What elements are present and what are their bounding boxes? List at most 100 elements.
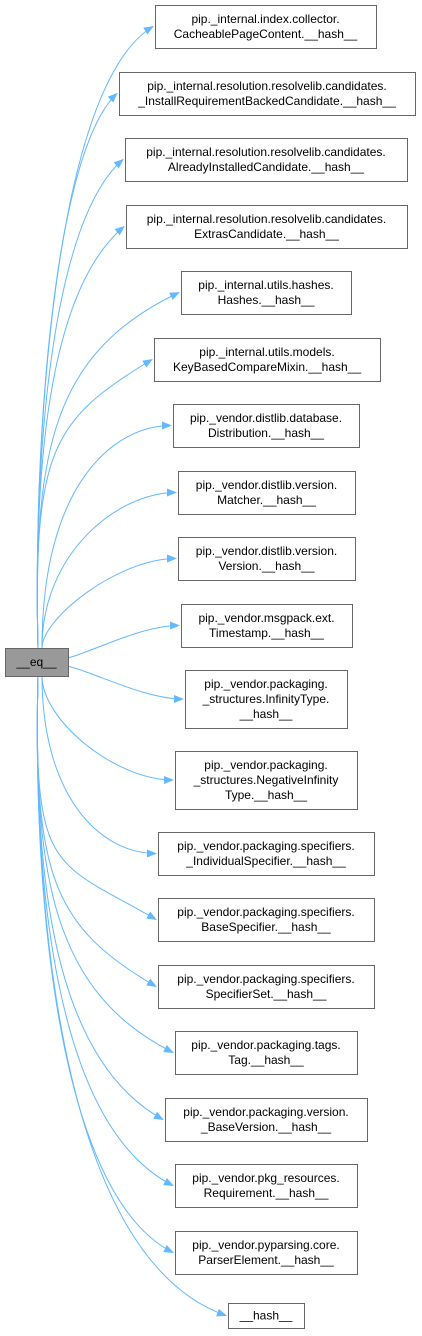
target-node-box	[126, 205, 408, 249]
target-node-box	[185, 670, 348, 729]
target-node-label-line: SpecifierSet.__hash__	[206, 987, 327, 1001]
target-node[interactable]: pip._vendor.pyparsing.core.ParserElement…	[175, 1231, 358, 1275]
source-node-eq-box	[5, 648, 69, 677]
target-node-label-line: AlreadyInstalledCandidate.__hash__	[168, 160, 364, 174]
target-node-label-line: _structures.NegativeInfinity	[193, 773, 339, 787]
target-node-label-line: KeyBasedCompareMixin.__hash__	[173, 360, 361, 374]
target-node-label-line: pip._internal.resolution.resolvelib.cand…	[146, 145, 385, 159]
target-node-label-line: pip._internal.resolution.resolvelib.cand…	[147, 79, 386, 93]
target-node[interactable]: pip._vendor.pkg_resources.Requirement.__…	[175, 1164, 358, 1208]
edge-arrow	[36, 225, 125, 649]
target-node[interactable]: pip._vendor.packaging.specifiers.Specifi…	[158, 965, 375, 1009]
target-node-box	[178, 537, 356, 581]
target-node-label-line: pip._vendor.distlib.database.	[190, 411, 342, 425]
target-node-box	[181, 271, 352, 315]
target-node-label-line: Matcher.__hash__	[217, 493, 316, 507]
target-node[interactable]: __hash__	[228, 1303, 305, 1329]
target-node-label-line: pip._vendor.packaging.	[204, 677, 327, 691]
target-node-label-line: pip._vendor.distlib.version.	[196, 544, 337, 558]
target-node-box	[165, 1098, 368, 1142]
edge-layer	[36, 25, 227, 1317]
target-node-label-line: pip._internal.index.collector.	[191, 12, 339, 26]
target-node-box	[158, 832, 375, 876]
edge-arrow	[36, 675, 174, 1253]
target-node[interactable]: pip._vendor.distlib.version.Version.__ha…	[178, 537, 356, 581]
target-node[interactable]: pip._vendor.distlib.database.Distributio…	[173, 404, 360, 448]
target-node[interactable]: pip._internal.resolution.resolvelib.cand…	[119, 72, 416, 116]
target-node-box	[154, 338, 381, 382]
target-node-label-line: Timestamp.__hash__	[209, 626, 324, 640]
target-node[interactable]: pip._vendor.packaging._structures.Negati…	[175, 751, 358, 810]
target-node-label-line: pip._vendor.pyparsing.core.	[192, 1238, 339, 1252]
edge-arrow	[36, 675, 174, 1186]
target-node-label-line: pip._vendor.distlib.version.	[196, 478, 337, 492]
target-node-box	[228, 1303, 305, 1329]
target-node-label-line: CacheablePageContent.__hash__	[174, 27, 358, 41]
target-node-label-line: _BaseVersion.__hash__	[200, 1120, 331, 1134]
edge-arrow	[36, 675, 164, 1120]
edge-arrow	[41, 554, 177, 649]
target-node-box	[178, 471, 356, 515]
target-node[interactable]: pip._vendor.packaging.tags.Tag.__hash__	[175, 1031, 358, 1075]
target-node-box	[155, 5, 377, 49]
target-node-box	[158, 898, 375, 942]
target-node-label-line: ExtrasCandidate.__hash__	[194, 227, 339, 241]
target-node-label-line: _IndividualSpecifier.__hash__	[185, 854, 346, 868]
edge-arrow	[36, 358, 153, 649]
target-node-label-line: Type.__hash__	[225, 788, 307, 802]
edge-arrow	[41, 675, 174, 784]
target-node[interactable]: pip._vendor.packaging._structures.Infini…	[185, 670, 348, 729]
target-node-label-line: pip._vendor.packaging.specifiers.	[177, 839, 354, 853]
node-layer: __eq__ pip._internal.index.collector.Cach…	[5, 5, 416, 1329]
edge-arrow	[41, 421, 172, 649]
target-node-box	[125, 138, 408, 182]
target-node-box	[181, 604, 353, 648]
target-node-label-line: Version.__hash__	[218, 559, 314, 573]
target-node-box	[158, 965, 375, 1009]
target-node[interactable]: pip._internal.utils.hashes.Hashes.__hash…	[181, 271, 352, 315]
target-node[interactable]: pip._vendor.packaging.version._BaseVersi…	[165, 1098, 368, 1142]
target-node-label-line: ParserElement.__hash__	[198, 1253, 334, 1267]
target-node-box	[175, 1231, 358, 1275]
target-node[interactable]: pip._internal.index.collector.CacheableP…	[155, 5, 377, 49]
target-node-label-line: pip._internal.resolution.resolvelib.cand…	[147, 212, 386, 226]
target-node-label-line: pip._vendor.packaging.	[204, 758, 327, 772]
target-node-label-line: pip._vendor.packaging.version.	[183, 1105, 348, 1119]
target-node-label-line: __hash__	[239, 707, 293, 721]
target-node-label-line: BaseSpecifier.__hash__	[201, 920, 331, 934]
target-node-box	[119, 72, 416, 116]
target-node-label-line: pip._vendor.packaging.specifiers.	[177, 905, 354, 919]
target-node-label-line: __hash__	[239, 1309, 293, 1323]
target-node-box	[175, 1164, 358, 1208]
target-node-label-line: pip._internal.utils.hashes.	[198, 278, 333, 292]
target-node[interactable]: pip._internal.resolution.resolvelib.cand…	[125, 138, 408, 182]
target-node-label-line: _structures.InfinityType.	[202, 692, 330, 706]
target-node-label-line: pip._vendor.packaging.tags.	[191, 1038, 340, 1052]
target-node-box	[175, 1031, 358, 1075]
target-node-label-line: pip._internal.utils.models.	[199, 345, 334, 359]
target-node-label-line: Tag.__hash__	[228, 1053, 304, 1067]
target-node[interactable]: pip._internal.utils.models.KeyBasedCompa…	[154, 338, 381, 382]
target-node[interactable]: pip._vendor.distlib.version.Matcher.__ha…	[178, 471, 356, 515]
target-node-label-line: _InstallRequirementBackedCandidate.__has…	[137, 94, 396, 108]
target-node-label-line: pip._vendor.pkg_resources.	[192, 1171, 339, 1185]
edge-arrow	[41, 675, 157, 858]
edge-arrow	[36, 675, 174, 1053]
target-node[interactable]: pip._vendor.packaging.specifiers.BaseSpe…	[158, 898, 375, 942]
target-node[interactable]: pip._vendor.msgpack.ext.Timestamp.__hash…	[181, 604, 353, 648]
target-node-label-line: Distribution.__hash__	[208, 426, 324, 440]
edge-arrow	[41, 488, 177, 649]
target-node-label-line: Requirement.__hash__	[204, 1186, 329, 1200]
source-node-eq[interactable]: __eq__	[5, 648, 69, 677]
target-node[interactable]: pip._vendor.packaging.specifiers._Indivi…	[158, 832, 375, 876]
edge-arrow	[36, 675, 227, 1317]
edge-arrow	[36, 158, 124, 649]
target-node[interactable]: pip._internal.resolution.resolvelib.cand…	[126, 205, 408, 249]
target-node-box	[175, 751, 358, 810]
target-node-box	[173, 404, 360, 448]
source-node-eq-label-line: __eq__	[15, 655, 56, 669]
target-node-label-line: pip._vendor.packaging.specifiers.	[177, 972, 354, 986]
target-node-label-line: pip._vendor.msgpack.ext.	[198, 611, 334, 625]
target-node-label-line: Hashes.__hash__	[218, 293, 315, 307]
